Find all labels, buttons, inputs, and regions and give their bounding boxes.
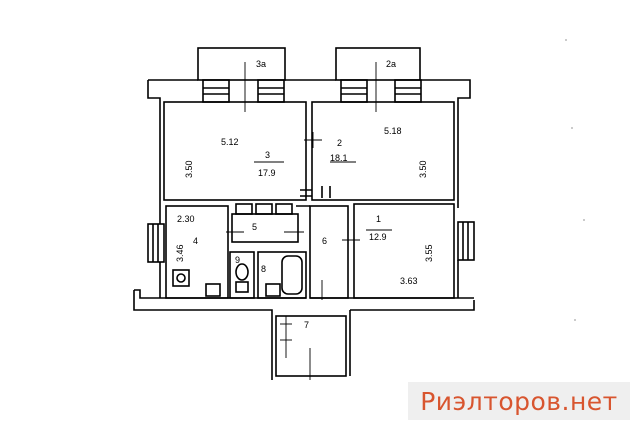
room-9	[229, 251, 255, 299]
room-4-number: 4	[193, 236, 198, 246]
room-2-width: 5.18	[384, 126, 402, 136]
balcony-2a	[335, 47, 421, 81]
room-3-depth: 3.50	[184, 160, 194, 178]
outer-wall	[147, 79, 471, 208]
room-5-number: 5	[252, 222, 257, 232]
balcony-2a-label: 2а	[386, 59, 396, 69]
room-1-area: 12.9	[369, 232, 387, 242]
room-3	[163, 101, 307, 201]
room-3-number: 3	[265, 150, 270, 160]
room-3-area: 17.9	[258, 168, 276, 178]
room-6-number: 6	[322, 236, 327, 246]
room-9-number: 9	[235, 255, 240, 265]
watermark: Риэлторов.нет	[408, 382, 630, 420]
watermark-text: Риэлторов.нет	[420, 386, 618, 416]
room-4-depth: 3.46	[175, 244, 185, 262]
toilet	[235, 263, 249, 281]
room-1-depth: 3.55	[424, 244, 434, 262]
bathtub	[281, 255, 303, 295]
room-8-number: 8	[261, 264, 266, 274]
room-6	[309, 205, 349, 299]
room-2-depth: 3.50	[418, 160, 428, 178]
bottom-wall	[133, 290, 475, 380]
washer	[172, 269, 190, 287]
room-3-width: 5.12	[221, 137, 239, 147]
balcony-3a	[197, 47, 286, 81]
room-1-number: 1	[376, 214, 381, 224]
room-1-width: 3.63	[400, 276, 418, 286]
room-2-area: 18.1	[330, 153, 348, 163]
balcony-3a-label: 3а	[256, 59, 266, 69]
room-4-width: 2.30	[177, 214, 195, 224]
room-2	[311, 101, 455, 201]
room-7-number: 7	[304, 320, 309, 330]
room-7	[275, 315, 347, 377]
room-5	[231, 213, 299, 243]
room-2-number: 2	[337, 138, 342, 148]
